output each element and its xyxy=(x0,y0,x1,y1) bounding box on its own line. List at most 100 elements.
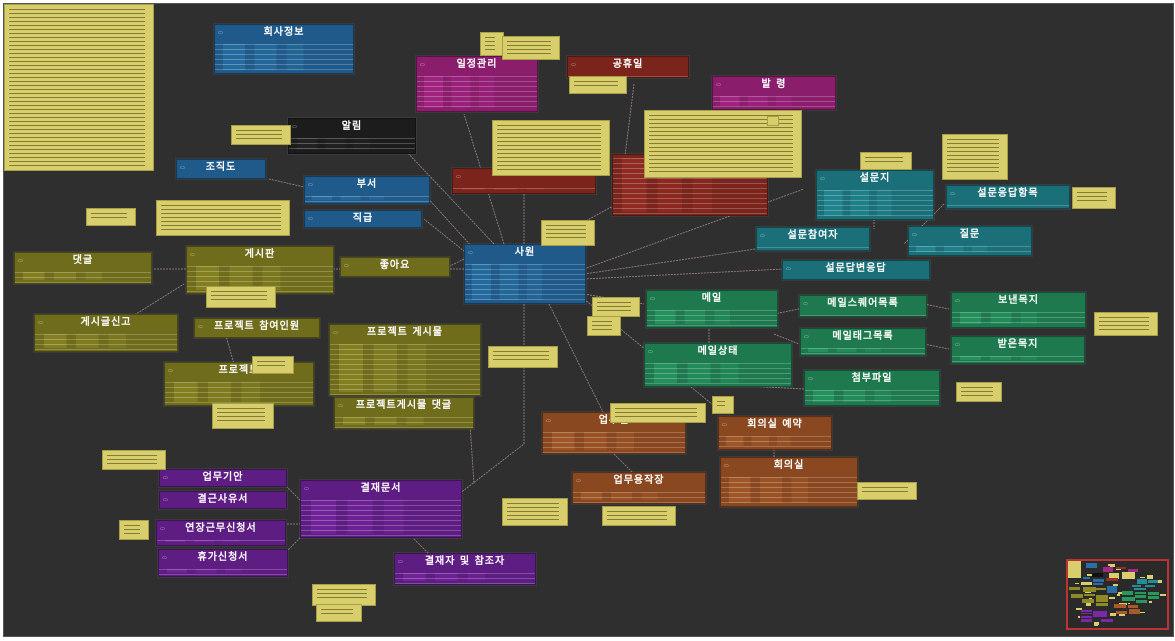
table-report[interactable]: ▭게시글신고 xyxy=(34,314,178,352)
table-mailstatus[interactable]: ▭메일상태 xyxy=(644,343,792,387)
table-position[interactable]: ▭직급 xyxy=(304,210,422,228)
table-label: 사원 xyxy=(514,247,536,258)
memo-note[interactable] xyxy=(857,482,917,500)
memo-note[interactable] xyxy=(569,76,627,94)
table-label: 설문참여자 xyxy=(787,230,839,241)
table-org[interactable]: ▭조직도 xyxy=(176,159,266,179)
table-columns xyxy=(453,185,595,193)
table-surveyresp[interactable]: ▭설문답변응답 xyxy=(782,260,930,280)
table-icon: ▭ xyxy=(18,258,23,264)
memo-note[interactable] xyxy=(767,116,779,126)
minimap-note xyxy=(1158,580,1162,583)
table-company[interactable]: ▭회사정보 xyxy=(214,24,354,74)
minimap-table xyxy=(1135,591,1146,594)
table-comment[interactable]: ▭댓글 xyxy=(14,252,152,284)
memo-note[interactable] xyxy=(1094,312,1158,336)
table-icon: ▭ xyxy=(808,376,813,382)
memo-note[interactable] xyxy=(492,120,610,176)
table-columns xyxy=(721,474,857,506)
minimap-table xyxy=(1081,598,1095,604)
memo-note[interactable] xyxy=(119,520,149,540)
minimap-note xyxy=(1140,576,1145,579)
memo-note[interactable] xyxy=(541,220,595,246)
table-icon: ▭ xyxy=(804,334,809,340)
memo-note[interactable] xyxy=(942,134,1008,180)
memo-note[interactable] xyxy=(231,125,291,145)
table-title: ▭업무기안 xyxy=(160,470,286,486)
minimap-table xyxy=(1096,587,1106,590)
memo-note[interactable] xyxy=(156,200,290,236)
table-title: ▭메일상태 xyxy=(645,344,791,360)
table-projmember[interactable]: ▭프로젝트 참여인원 xyxy=(194,318,320,338)
table-title: ▭메일스퀘어목록 xyxy=(800,296,926,312)
memo-note[interactable] xyxy=(860,152,912,170)
table-expense[interactable]: ▭결근사유서 xyxy=(159,491,287,509)
memo-note[interactable] xyxy=(502,498,568,526)
table-projpost[interactable]: ▭프로젝트 게시물 xyxy=(329,324,481,396)
memo-note[interactable] xyxy=(956,382,1002,402)
table-title: ▭직급 xyxy=(305,211,421,227)
table-roomres[interactable]: ▭회의실 예약 xyxy=(718,416,832,450)
minimap-table xyxy=(1095,594,1109,603)
table-approver[interactable]: ▭결재자 및 참조자 xyxy=(394,553,536,585)
table-mail[interactable]: ▭메일 xyxy=(646,290,778,328)
memo-note[interactable] xyxy=(602,506,676,526)
memo-note[interactable] xyxy=(312,584,376,606)
table-survey[interactable]: ▭설문지 xyxy=(816,170,934,220)
minimap-table xyxy=(1127,568,1139,573)
table-surveyans[interactable]: ▭설문응답항목 xyxy=(946,185,1070,209)
memo-note[interactable] xyxy=(610,403,706,423)
table-alarm[interactable]: ▭알림 xyxy=(288,118,416,154)
minimap[interactable] xyxy=(1066,559,1169,630)
table-label: 연장근무신청서 xyxy=(185,523,257,534)
table-question[interactable]: ▭질문 xyxy=(908,226,1032,256)
memo-note[interactable] xyxy=(316,604,362,622)
memo-note[interactable] xyxy=(86,208,136,226)
table-sentbox[interactable]: ▭보낸목지 xyxy=(951,292,1086,328)
table-schedule[interactable]: ▭일정관리 xyxy=(416,56,538,112)
memo-note[interactable] xyxy=(592,297,640,317)
table-columns xyxy=(177,176,265,178)
minimap-table xyxy=(1084,594,1095,597)
memo-note[interactable] xyxy=(488,346,558,368)
table-mailtag[interactable]: ▭메일태그목록 xyxy=(800,328,926,356)
minimap-note xyxy=(1108,563,1111,567)
table-attach[interactable]: ▭첨부파일 xyxy=(804,370,940,406)
table-mailstar[interactable]: ▭메일스퀘어목록 xyxy=(799,295,927,317)
memo-note[interactable] xyxy=(206,286,276,308)
memo-note[interactable] xyxy=(712,396,734,414)
memo-note[interactable] xyxy=(102,450,166,470)
table-draft[interactable]: ▭업무기안 xyxy=(159,469,287,487)
table-workreport[interactable]: ▭업무용작장 xyxy=(572,472,706,504)
table-columns xyxy=(395,570,535,584)
minimap-note xyxy=(1080,581,1093,586)
minimap-table xyxy=(1102,566,1114,573)
memo-note[interactable] xyxy=(252,356,294,374)
table-surveyuser[interactable]: ▭설문참여자 xyxy=(756,227,870,251)
table-holiday[interactable]: ▭공휴일 xyxy=(567,56,689,78)
memo-note[interactable] xyxy=(212,403,274,429)
table-icon: ▭ xyxy=(950,191,955,197)
table-columns xyxy=(195,335,319,337)
memo-note[interactable] xyxy=(587,316,621,336)
erd-canvas[interactable]: ▭회사정보▭일정관리▭공휴일▭알림▭발 령▭조직도▭부서▭직급▭댓글▭게시판▭좋… xyxy=(3,3,1174,637)
table-hr[interactable]: ▭발 령 xyxy=(712,76,836,110)
table-room[interactable]: ▭회의실 xyxy=(720,457,858,507)
memo-note[interactable] xyxy=(4,4,154,171)
table-columns xyxy=(817,187,933,219)
table-label: 좋아요 xyxy=(379,260,411,271)
table-inbox[interactable]: ▭받은목지 xyxy=(951,336,1085,364)
table-like[interactable]: ▭좋아요 xyxy=(340,257,450,277)
memo-note[interactable] xyxy=(480,32,504,56)
minimap-table xyxy=(1093,611,1107,618)
memo-note[interactable] xyxy=(1072,187,1116,209)
minimap-table xyxy=(1135,595,1146,599)
table-title: ▭게시판 xyxy=(187,247,333,263)
table-overtime[interactable]: ▭연장근무신청서 xyxy=(156,520,286,546)
table-approval[interactable]: ▭결재문서 xyxy=(300,480,462,538)
table-employee[interactable]: ▭사원 xyxy=(464,244,586,304)
table-projcomment[interactable]: ▭프로젝트게시물 댓글 xyxy=(334,397,474,429)
table-leave[interactable]: ▭휴가신청서 xyxy=(158,549,288,577)
table-dept[interactable]: ▭부서 xyxy=(304,176,430,204)
memo-note[interactable] xyxy=(502,36,560,60)
